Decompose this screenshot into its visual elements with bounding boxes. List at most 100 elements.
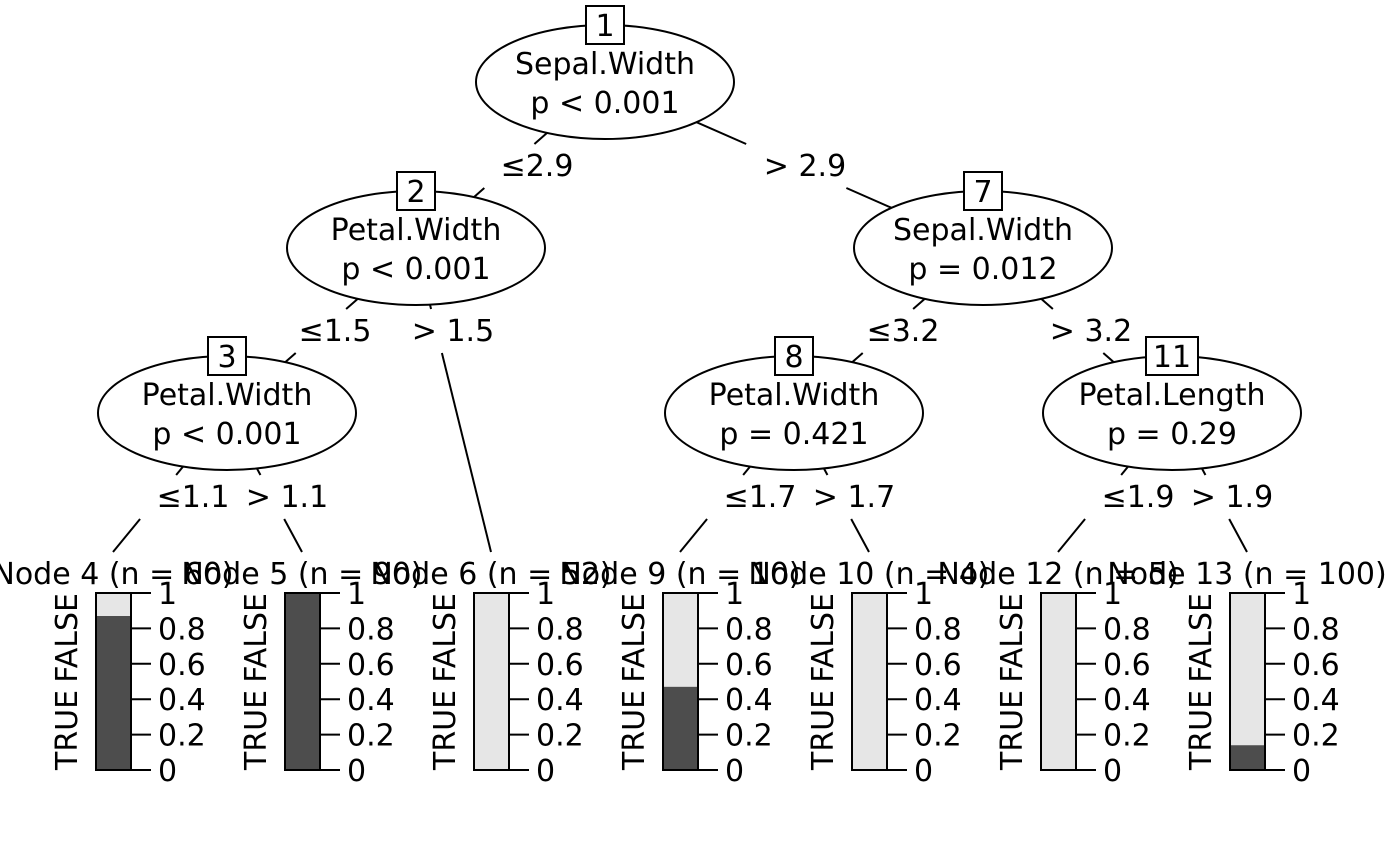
- y-tick-label: 1: [536, 577, 555, 612]
- bar-label-true: TRUE: [50, 690, 85, 771]
- tree-edge: [1228, 518, 1248, 553]
- node-id-box: [963, 171, 1003, 211]
- bar-true-segment: [1230, 745, 1265, 770]
- tree-edge: [112, 518, 141, 553]
- y-tick-label: 0.4: [1103, 683, 1151, 718]
- bar-label-false: FALSE: [1184, 593, 1219, 683]
- y-tick-label: 0.6: [536, 648, 584, 683]
- y-tick-label: 0.4: [536, 683, 584, 718]
- y-tick-label: 0: [158, 754, 177, 789]
- bar-label-false: FALSE: [428, 593, 463, 683]
- y-tick-label: 0.6: [347, 648, 395, 683]
- y-tick-label: 0.4: [725, 683, 773, 718]
- split-label: > 2.9: [764, 149, 846, 184]
- p-value: p < 0.001: [341, 252, 490, 287]
- y-tick-label: 0.4: [1292, 683, 1340, 718]
- y-tick-label: 0.2: [914, 719, 962, 754]
- terminal-title: Node 6 (n = 52): [370, 557, 611, 592]
- split-label: ≤1.7: [724, 480, 797, 515]
- split-label: > 1.9: [1191, 480, 1273, 515]
- bar-true-segment: [96, 616, 131, 770]
- y-tick-label: 0: [347, 754, 366, 789]
- split-label: > 1.7: [813, 480, 895, 515]
- y-tick-label: 0.6: [914, 648, 962, 683]
- node-id: 2: [406, 175, 425, 210]
- node-id-box: [396, 171, 436, 211]
- split-variable: Sepal.Width: [515, 47, 695, 82]
- node-id-box: [774, 336, 814, 376]
- bar-label-false: FALSE: [239, 593, 274, 683]
- bar-label-true: TRUE: [428, 690, 463, 771]
- split-label: ≤1.9: [1102, 480, 1175, 515]
- bar-false-segment: [96, 593, 131, 617]
- node-id: 3: [217, 340, 236, 375]
- y-tick-label: 0: [914, 754, 933, 789]
- terminal-title: Node 10 (n = 4): [748, 557, 989, 592]
- y-tick-label: 0: [1103, 754, 1122, 789]
- tree-edge: [283, 518, 303, 553]
- inner-node-2: Petal.Width p < 0.001 2: [286, 171, 546, 306]
- y-tick-label: 0.2: [158, 719, 206, 754]
- bar-label-false: FALSE: [617, 593, 652, 683]
- y-tick-label: 0.6: [725, 648, 773, 683]
- y-tick-label: 0: [725, 754, 744, 789]
- split-label: > 1.5: [412, 314, 494, 349]
- split-variable: Petal.Length: [1079, 378, 1266, 413]
- y-tick-label: 0.2: [347, 719, 395, 754]
- bar-label-false: FALSE: [995, 593, 1030, 683]
- terminal-title: Node 4 (n = 60): [0, 557, 234, 592]
- y-tick-label: 1: [914, 577, 933, 612]
- y-tick-label: 0.2: [725, 719, 773, 754]
- terminal-title: Node 9 (n = 10): [559, 557, 800, 592]
- terminal-title: Node 13 (n = 100): [1107, 557, 1386, 592]
- y-tick-label: 0.6: [1292, 648, 1340, 683]
- y-tick-label: 0.6: [1103, 648, 1151, 683]
- terminal-nodes: Node 4 (n = 60)TRUEFALSE00.20.40.60.81No…: [0, 557, 1387, 789]
- y-tick-label: 1: [1103, 577, 1122, 612]
- bar-label-false: FALSE: [50, 593, 85, 683]
- y-tick-label: 1: [347, 577, 366, 612]
- y-tick-label: 1: [158, 577, 177, 612]
- split-label: ≤1.5: [299, 314, 372, 349]
- terminal-title: Node 12 (n = 5): [937, 557, 1178, 592]
- node-id-box: [207, 336, 247, 376]
- node-id: 7: [973, 175, 992, 210]
- p-value: p = 0.421: [719, 417, 868, 452]
- bar-label-false: FALSE: [806, 593, 841, 683]
- node-id: 8: [784, 340, 803, 375]
- node-id: 1: [595, 9, 614, 44]
- split-variable: Sepal.Width: [893, 213, 1073, 248]
- bar-false-segment: [663, 593, 698, 687]
- bar-label-true: TRUE: [806, 690, 841, 771]
- p-value: p < 0.001: [530, 86, 679, 121]
- p-value: p < 0.001: [152, 417, 301, 452]
- y-tick-label: 0.8: [536, 612, 584, 647]
- y-tick-label: 0.8: [347, 612, 395, 647]
- split-label: ≤3.2: [867, 314, 940, 349]
- bar-label-true: TRUE: [1184, 690, 1219, 771]
- split-variable: Petal.Width: [331, 213, 502, 248]
- y-tick-label: 0.2: [1103, 719, 1151, 754]
- tree-edge: [1057, 518, 1086, 553]
- split-label: > 3.2: [1050, 314, 1132, 349]
- bar-false-segment: [1230, 593, 1265, 746]
- y-tick-label: 0.4: [347, 683, 395, 718]
- y-tick-label: 0: [536, 754, 555, 789]
- bar-label-true: TRUE: [995, 690, 1030, 771]
- bar-label-true: TRUE: [239, 690, 274, 771]
- bar-true-segment: [285, 593, 320, 770]
- split-label: ≤2.9: [501, 149, 574, 184]
- node-id-box: [1145, 336, 1199, 376]
- y-tick-label: 1: [725, 577, 744, 612]
- y-tick-label: 0.8: [1292, 612, 1340, 647]
